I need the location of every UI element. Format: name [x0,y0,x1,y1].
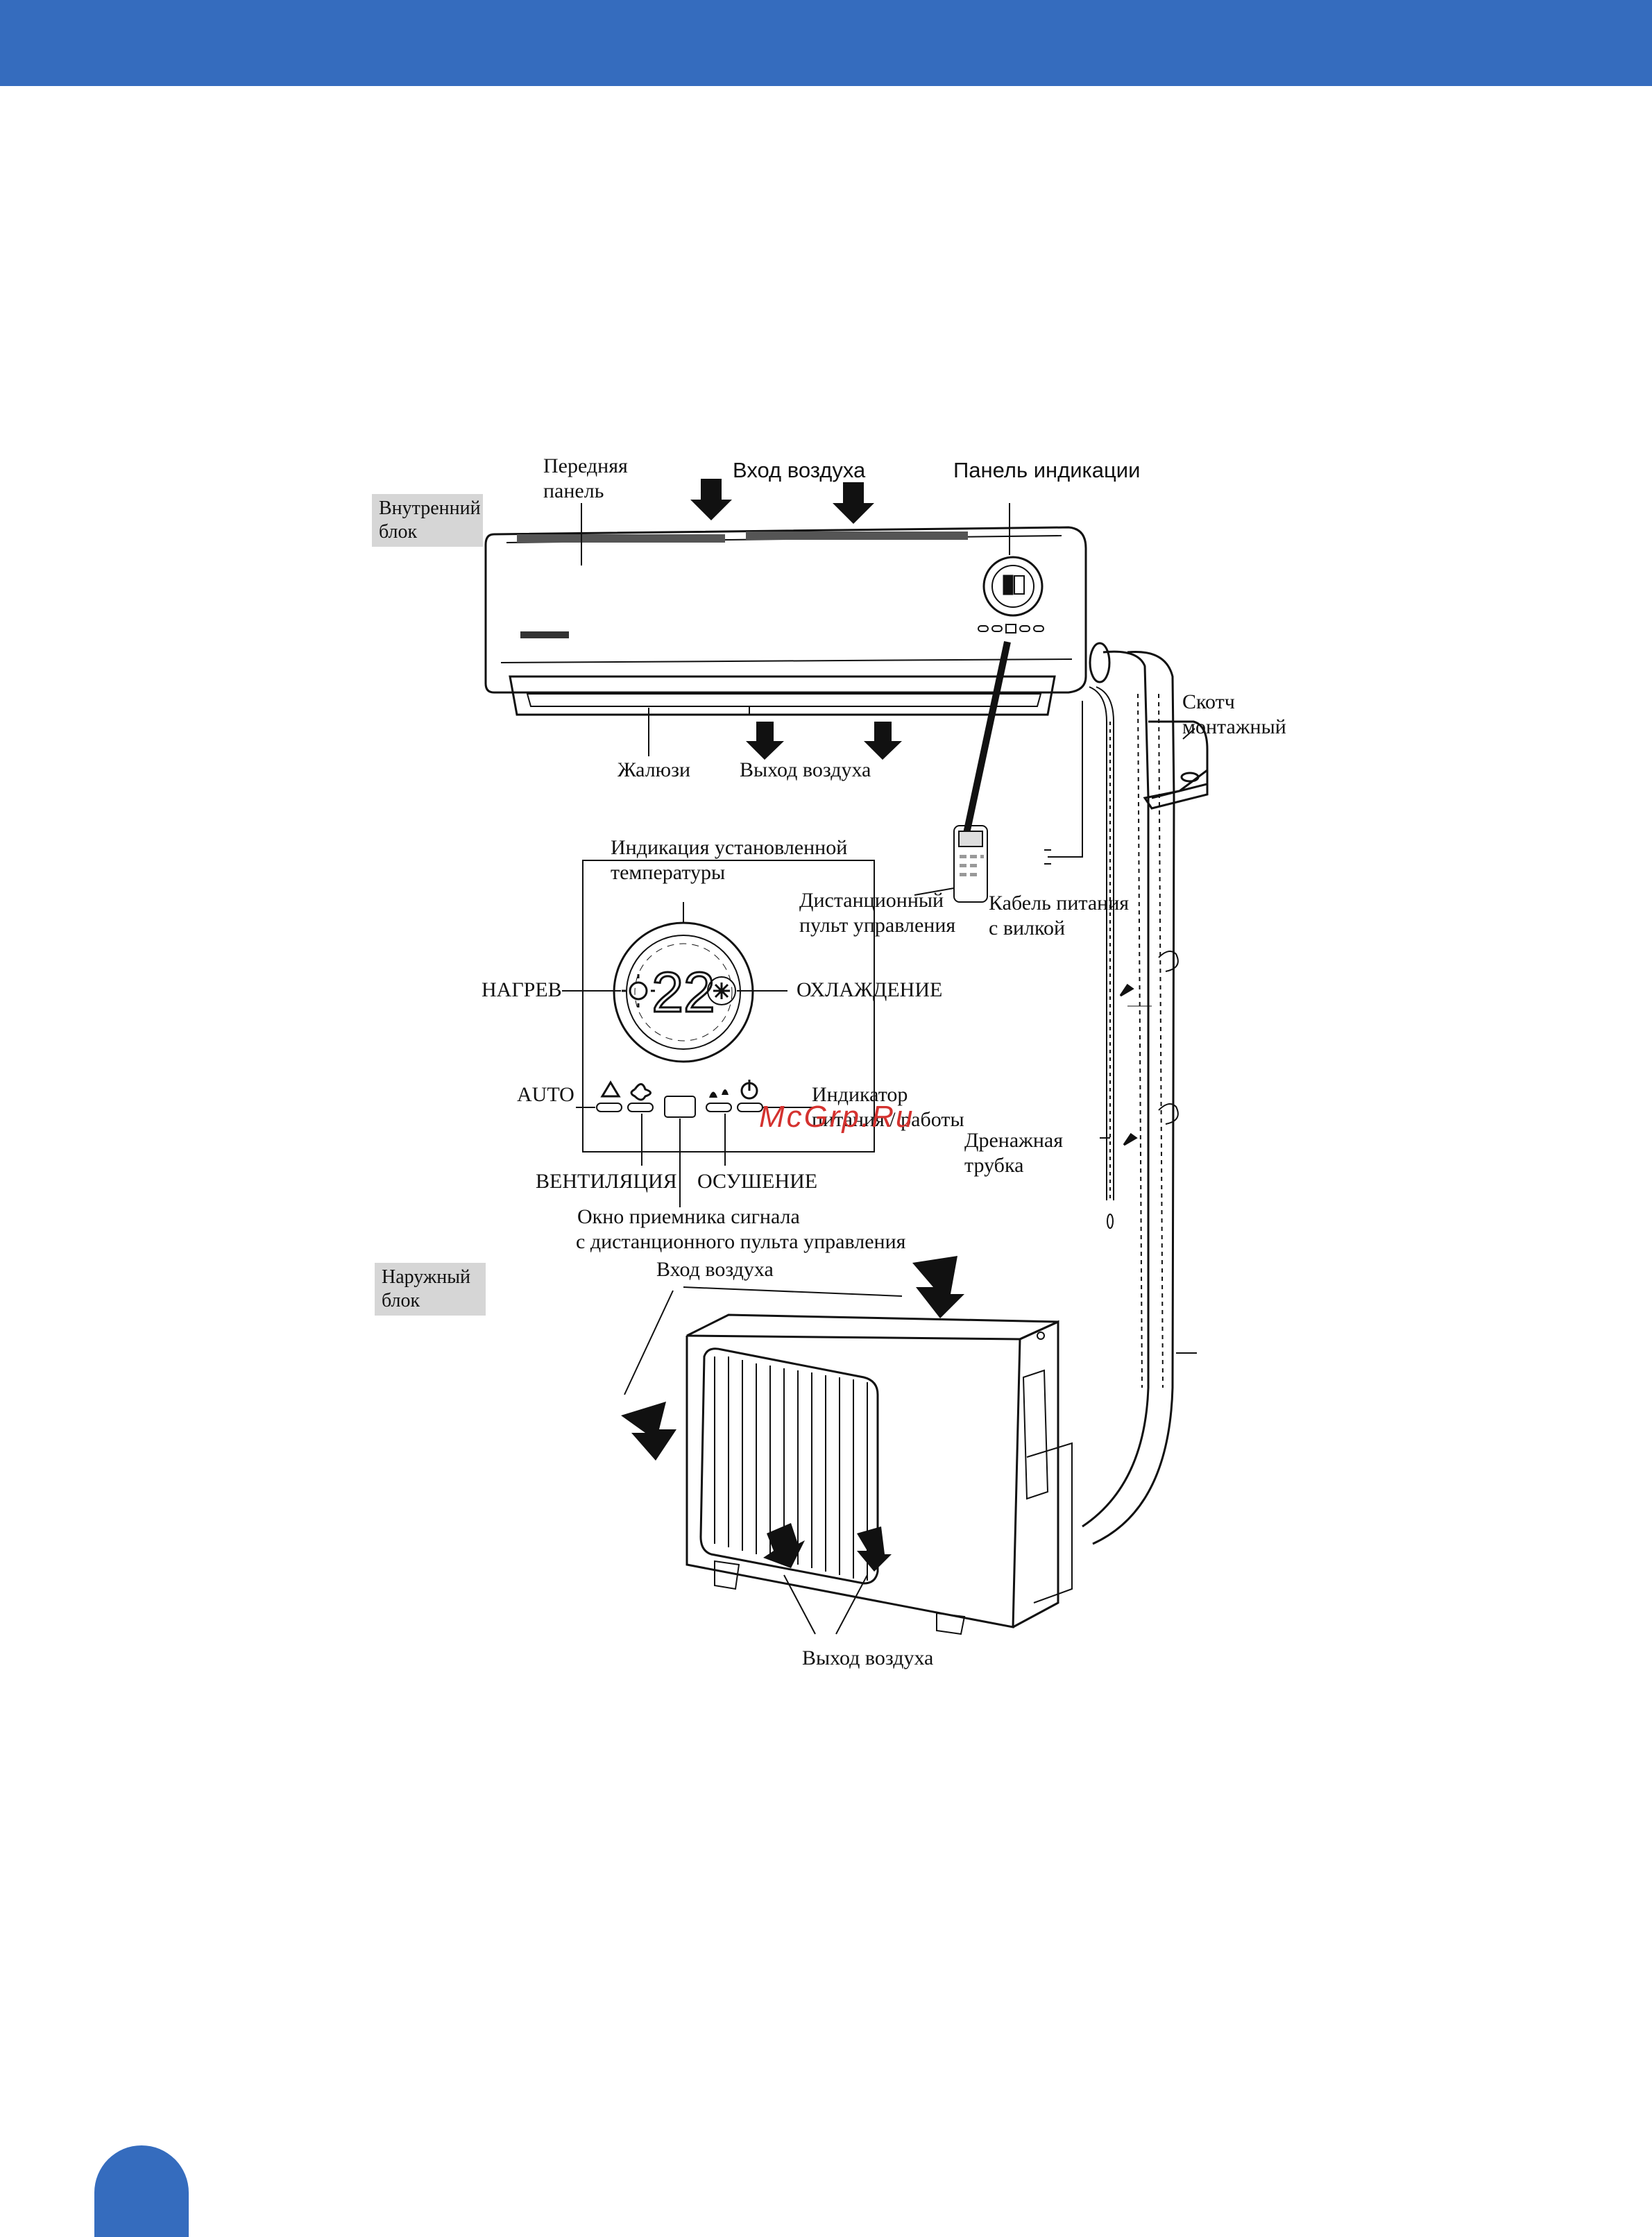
fan-mode-label: ВЕНТИЛЯЦИЯ [536,1170,677,1193]
watermark-text: McGrp.Ru [759,1100,915,1134]
dry-mode-label: ОСУШЕНИЕ [697,1170,818,1193]
cool-mode-label: ОХЛАЖДЕНИЕ [797,978,943,1001]
heat-mode-label: НАГРЕВ [482,978,562,1001]
louvers-label: Жалюзи [618,758,690,781]
air-inlet-bottom-label: Вход воздуха [656,1258,774,1281]
outdoor-unit-label: Наружный блок [375,1263,486,1316]
air-inlet-top-label: Вход воздуха [733,458,866,482]
leader-lines-indoor [581,503,1011,844]
auto-mode-label: AUTO [517,1083,574,1106]
piping-bundle [1044,642,1209,1545]
airflow-arrows-indoor [690,479,902,760]
indicator-panel-drawing [562,860,875,1207]
air-outlet-bottom-label: Выход воздуха [802,1647,934,1669]
header-bar [0,0,1652,86]
airflow-arrows-outdoor [621,1256,964,1572]
display-temperature-digits: 22 [652,961,715,1024]
air-outlet-top-label: Выход воздуха [740,758,871,781]
leader-lines-outdoor [624,1286,903,1635]
indoor-unit-drawing [484,526,1087,716]
display-panel-label: Панель индикации [953,458,1141,482]
indoor-unit-label: Внутренний блок [372,494,483,547]
outdoor-unit-drawing [686,1313,1073,1635]
page-number-badge [94,2145,189,2237]
remote-control-drawing [914,825,988,903]
